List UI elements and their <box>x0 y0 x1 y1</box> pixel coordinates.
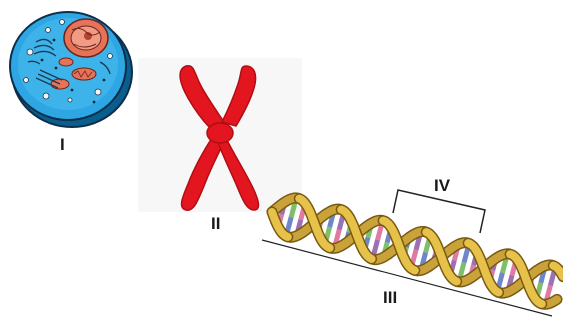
label-dna: III <box>383 288 397 307</box>
label-chromosome: II <box>211 214 220 233</box>
cell-illustration <box>10 12 132 127</box>
cell-nucleus <box>64 19 108 57</box>
gene-bracket <box>393 190 485 233</box>
label-cell: I <box>60 135 65 154</box>
dna-double-helix <box>272 198 563 304</box>
label-gene: IV <box>434 176 451 195</box>
